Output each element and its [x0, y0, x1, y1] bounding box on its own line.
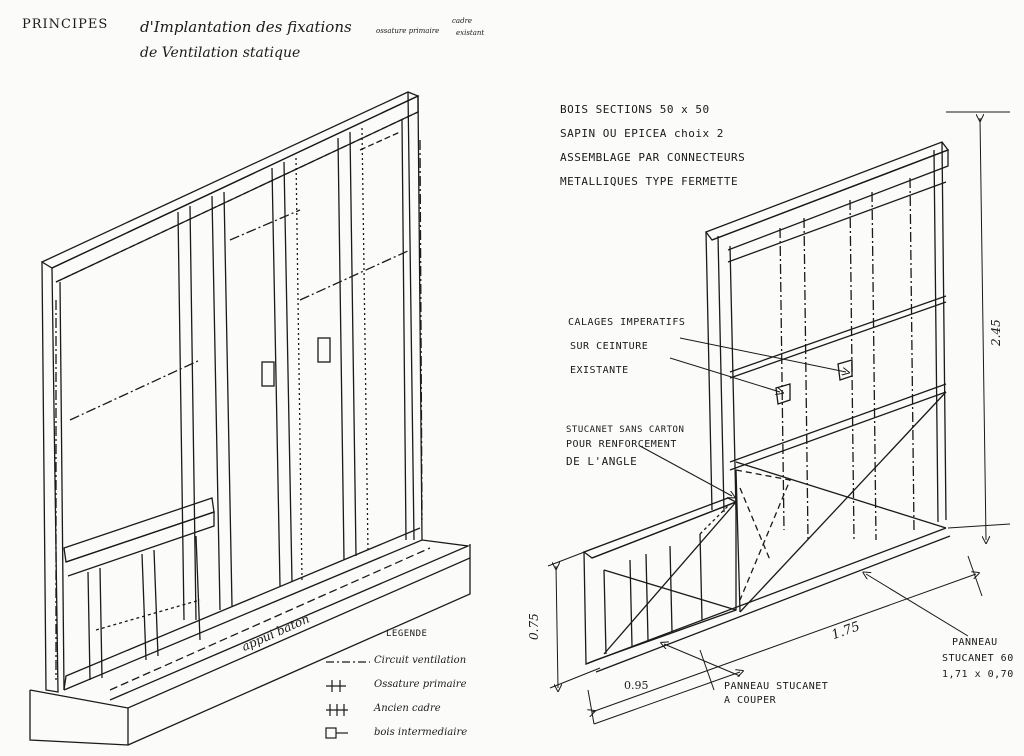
- dimension-bottom: 0.95: [624, 679, 649, 692]
- panneau-60-line: PANNEAU: [952, 637, 998, 648]
- dimension-lines: [547, 111, 1011, 725]
- panneau-couper-line: A COUPER: [724, 695, 777, 706]
- legend-symbols: [325, 661, 370, 739]
- cales-line: EXISTANTE: [570, 365, 629, 376]
- title-line-1: d'Implantation des fixations: [140, 18, 352, 36]
- legend-item-bois: bois intermediaire: [374, 727, 468, 738]
- panneau-couper-line: PANNEAU STUCANET: [724, 681, 829, 692]
- title-small-note-a: ossature primaire: [376, 27, 440, 35]
- stucanet-line: STUCANET SANS CARTON: [566, 425, 685, 435]
- spec-line: SAPIN OU EPICEA choix 2: [560, 127, 724, 140]
- legend-item-ancien-cadre: Ancien cadre: [374, 703, 441, 714]
- cales-line: CALAGES IMPERATIFS: [568, 317, 686, 328]
- spec-line: BOIS SECTIONS 50 x 50: [560, 103, 710, 116]
- title-small-note-b: cadre: [452, 17, 473, 25]
- dimension-lower-height: 0.75: [527, 613, 541, 640]
- spec-line: ASSEMBLAGE PAR CONNECTEURS: [560, 151, 746, 164]
- stucanet-line: POUR RENFORCEMENT: [566, 439, 677, 450]
- principes-heading: PRINCIPES: [22, 17, 109, 32]
- cales-line: SUR CEINTURE: [570, 341, 649, 352]
- dimension-height: 2.45: [989, 319, 1003, 346]
- legend-item-circuit: Circuit ventilation: [374, 655, 467, 666]
- left-frame-drawing: [29, 91, 471, 746]
- stucanet-line: DE L'ANGLE: [566, 455, 638, 468]
- panneau-60-line: STUCANET 60: [942, 653, 1014, 664]
- title-small-note-c: existant: [456, 29, 485, 37]
- spec-line: METALLIQUES TYPE FERMETTE: [560, 175, 739, 188]
- title-line-2: de Ventilation statique: [140, 45, 301, 61]
- panneau-60-line: 1,71 x 0,70: [942, 669, 1014, 680]
- legend-title: LEGENDE: [386, 629, 428, 639]
- legend-item-ossature: Ossature primaire: [374, 679, 467, 690]
- right-frame-drawing: [582, 141, 951, 673]
